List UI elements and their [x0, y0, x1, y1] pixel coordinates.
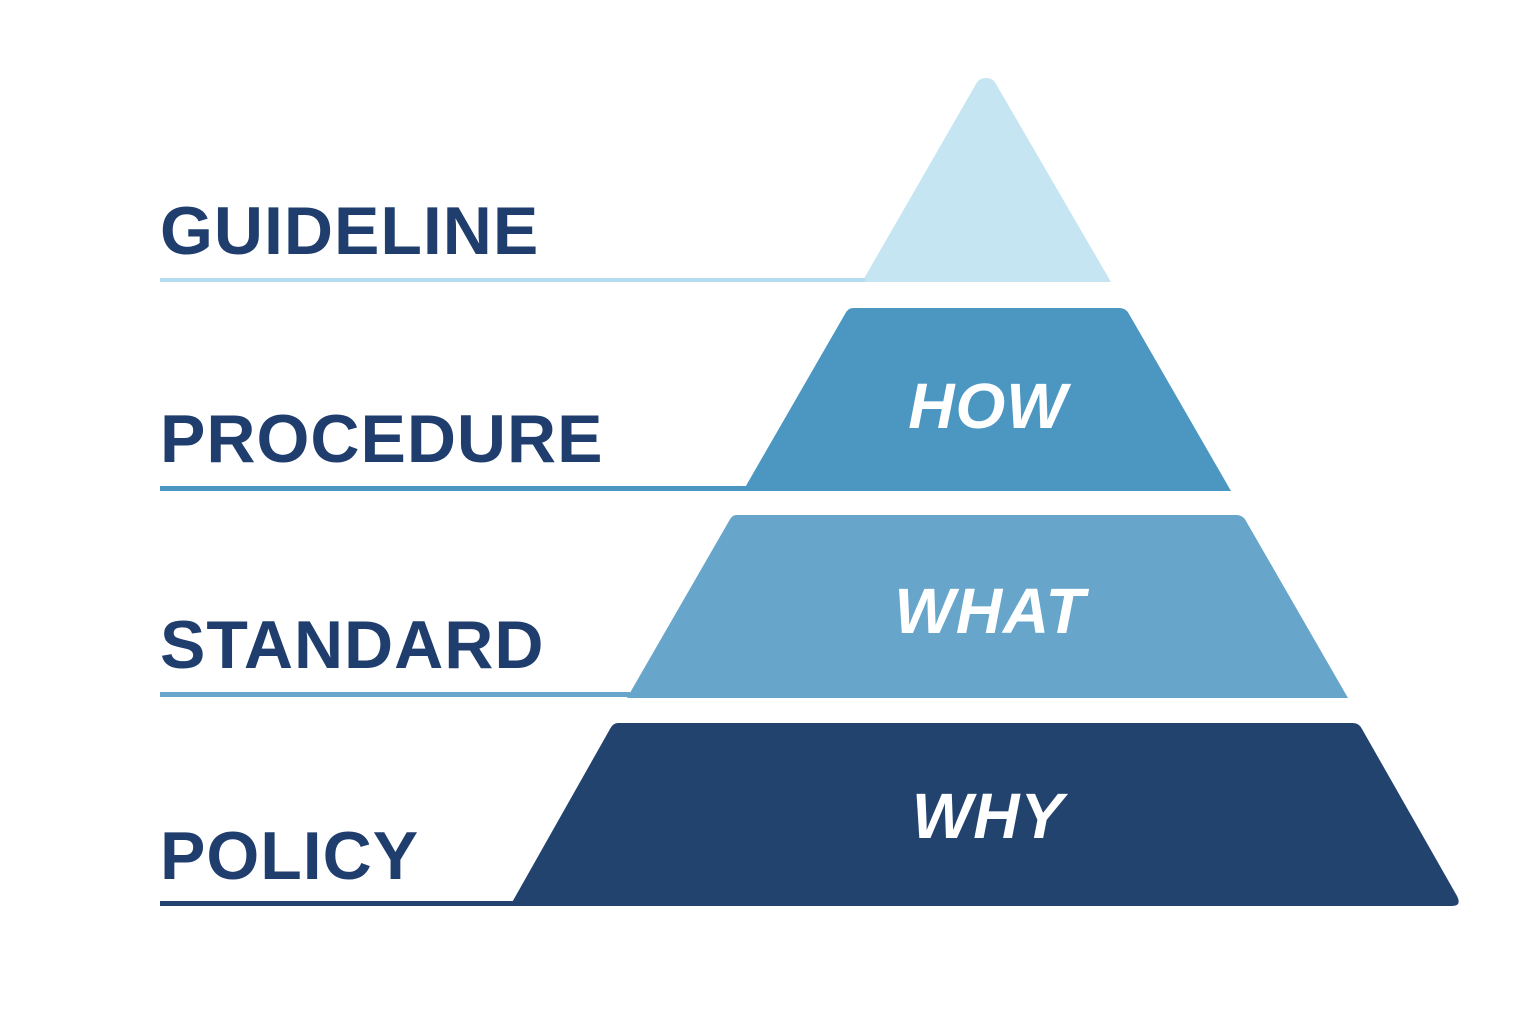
underline-procedure: [160, 486, 748, 491]
tier-label-why: WHY: [912, 780, 1069, 852]
level-guideline: GUIDELINE: [160, 78, 1111, 282]
pyramid-tier-procedure: [743, 308, 1231, 491]
underline-guideline: [160, 278, 865, 282]
pyramid-tier-policy: [510, 723, 1459, 906]
underline-standard: [160, 692, 630, 697]
underline-policy: [160, 901, 515, 906]
level-name-guideline: GUIDELINE: [160, 193, 539, 269]
level-name-standard: STANDARD: [160, 607, 545, 683]
pyramid-tier-guideline: [862, 78, 1111, 282]
pyramid-tier-standard: [627, 515, 1348, 698]
level-name-procedure: PROCEDURE: [160, 401, 604, 477]
tier-label-how: HOW: [908, 370, 1071, 442]
level-procedure: PROCEDURE HOW: [160, 308, 1231, 491]
level-name-policy: POLICY: [160, 818, 419, 894]
level-policy: POLICY WHY: [160, 723, 1459, 906]
tier-label-what: WHAT: [894, 575, 1089, 647]
level-standard: STANDARD WHAT: [160, 515, 1348, 698]
